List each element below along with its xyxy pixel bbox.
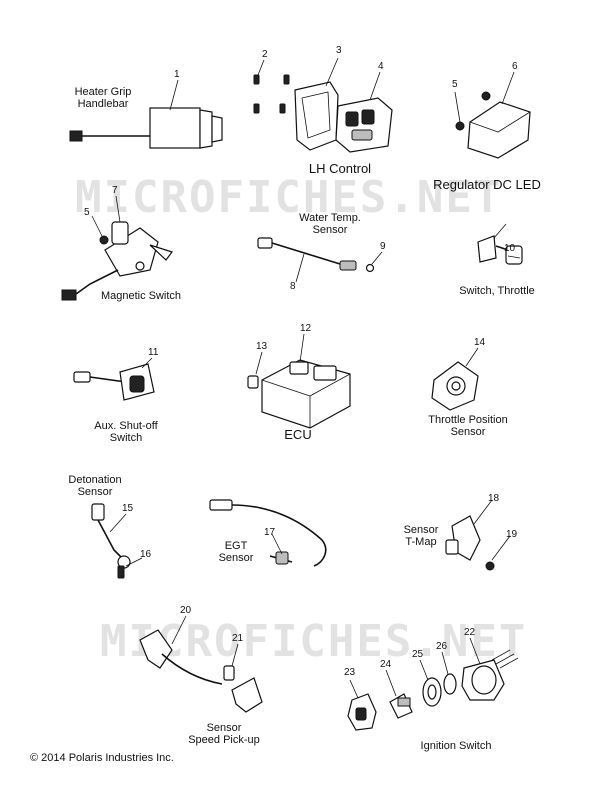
label-switch-throttle: Switch, Throttle xyxy=(459,285,535,297)
copyright-text: 2014 Polaris Industries Inc. xyxy=(41,752,174,764)
label-speed-pickup-line1: Sensor xyxy=(206,722,242,734)
callout-3: 3 xyxy=(336,45,342,56)
label-ecu: ECU xyxy=(284,427,312,442)
label-heater-grip-line1: Heater Grip xyxy=(74,86,132,98)
label-egt-line2: Sensor xyxy=(218,552,254,564)
watermark-top: MICROFICHES.NET xyxy=(75,172,503,223)
label-heater-grip: Heater Grip Handlebar xyxy=(68,86,138,110)
callout-12: 12 xyxy=(300,323,312,334)
callout-23: 23 xyxy=(344,667,356,678)
label-egt: EGT Sensor xyxy=(214,540,258,564)
callout-4: 4 xyxy=(378,61,384,72)
label-water-temp-line1: Water Temp. xyxy=(299,212,361,224)
callout-11: 11 xyxy=(148,347,159,358)
lh-control-switch-part xyxy=(335,71,393,153)
callout-17: 17 xyxy=(264,527,276,538)
callout-18: 18 xyxy=(488,493,500,504)
label-water-temp-line2: Sensor xyxy=(312,224,348,236)
speed-sensor-part xyxy=(139,615,263,713)
label-speed-pickup: Sensor Speed Pick-up xyxy=(184,722,264,746)
label-detonation-line2: Sensor xyxy=(77,486,113,498)
watermark-bottom: MICROFICHES.NET xyxy=(100,616,528,667)
callout-15: 15 xyxy=(122,503,134,514)
callout-14: 14 xyxy=(474,337,486,348)
callout-9: 9 xyxy=(380,241,386,252)
label-water-temp: Water Temp. Sensor xyxy=(290,212,370,236)
egt-sensor-part xyxy=(209,499,327,567)
callout-8: 8 xyxy=(290,281,296,292)
label-egt-line1: EGT xyxy=(224,540,248,552)
callout-10: 10 xyxy=(504,243,516,254)
label-aux-shutoff-line2: Switch xyxy=(109,432,143,444)
detonation-sensor-part xyxy=(91,503,143,579)
throttle-position-sensor-part xyxy=(431,347,479,411)
label-tmap-line1: Sensor xyxy=(403,524,439,536)
callout-26: 26 xyxy=(436,641,448,652)
lh-control-housing-part xyxy=(294,57,339,151)
copyright-symbol: © xyxy=(30,752,39,764)
label-detonation: Detonation Sensor xyxy=(62,474,128,498)
callout-5-regulator: 5 xyxy=(452,79,458,90)
label-tmap: Sensor T-Map xyxy=(398,524,444,548)
magnetic-switch-part xyxy=(61,195,173,301)
ignition-switch-part xyxy=(347,637,519,731)
label-heater-grip-line2: Handlebar xyxy=(77,98,129,110)
callout-7: 7 xyxy=(112,185,118,196)
label-magnetic-switch: Magnetic Switch xyxy=(100,290,182,302)
label-regulator: Regulator DC LED xyxy=(433,177,541,192)
label-aux-shutoff-line1: Aux. Shut-off xyxy=(94,420,158,432)
callout-21: 21 xyxy=(232,633,244,644)
callout-1: 1 xyxy=(174,69,180,80)
label-aux-shutoff: Aux. Shut-off Switch xyxy=(88,420,164,444)
callout-16: 16 xyxy=(140,549,152,560)
callout-6: 6 xyxy=(512,61,518,72)
aux-shutoff-switch-part xyxy=(73,357,155,401)
tmap-sensor-part xyxy=(445,499,511,571)
water-temp-sensor-part xyxy=(257,237,383,283)
callout-25: 25 xyxy=(412,649,424,660)
label-throttle-position: Throttle Position Sensor xyxy=(418,414,518,438)
callout-22: 22 xyxy=(464,627,476,638)
callout-20: 20 xyxy=(180,605,192,616)
label-throttle-position-line1: Throttle Position xyxy=(428,414,508,426)
callout-19: 19 xyxy=(506,529,518,540)
label-lh-control: LH Control xyxy=(308,161,372,176)
regulator-part xyxy=(454,71,531,159)
callout-13: 13 xyxy=(256,341,268,352)
label-ignition-switch: Ignition Switch xyxy=(420,740,492,752)
label-speed-pickup-line2: Speed Pick-up xyxy=(188,734,260,746)
callout-24: 24 xyxy=(380,659,392,670)
callout-5-magnetic: 5 xyxy=(84,207,90,218)
screws-part xyxy=(253,59,290,114)
copyright-notice: © 2014 Polaris Industries Inc. xyxy=(30,752,174,764)
switch-throttle-part xyxy=(477,223,523,265)
heater-grip-part xyxy=(69,79,223,149)
label-tmap-line2: T-Map xyxy=(405,536,437,548)
callout-2: 2 xyxy=(262,49,268,60)
label-detonation-line1: Detonation xyxy=(68,474,122,486)
ecu-part xyxy=(247,333,351,429)
label-throttle-position-line2: Sensor xyxy=(450,426,486,438)
